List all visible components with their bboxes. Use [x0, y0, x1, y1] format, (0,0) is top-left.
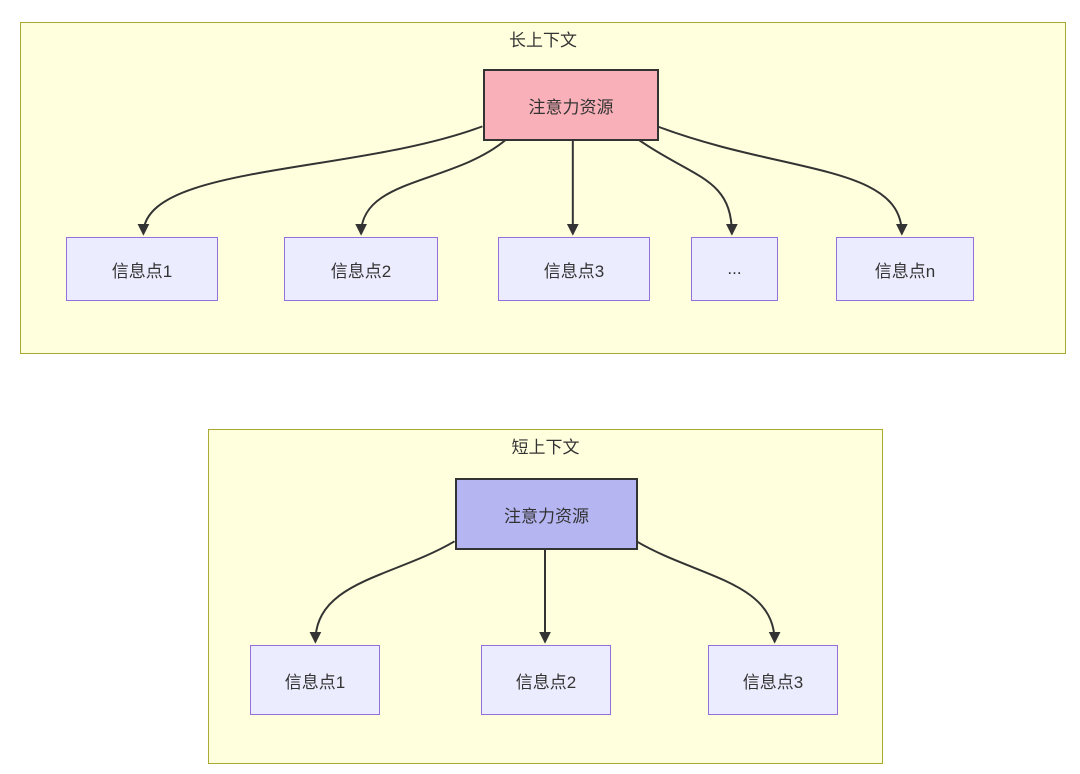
arrow-long-to-info1: [137, 125, 483, 236]
info-point-ellipsis-node: ...: [691, 237, 778, 301]
arrow-long-to-info2: [355, 139, 506, 236]
attention-resource-node-long: 注意力资源: [483, 69, 659, 141]
info-point-node: 信息点1: [66, 237, 218, 301]
long-context-title: 长上下文: [509, 31, 577, 50]
info-point-node: 信息点3: [498, 237, 650, 301]
arrow-short-to-info3: [635, 540, 781, 644]
arrow-long-to-ellipsis: [638, 139, 738, 236]
short-context-container: 短上下文 注意力资源 信息点1 信息点2 信息点3: [208, 429, 883, 764]
short-context-title: 短上下文: [511, 438, 580, 457]
long-context-container: 长上下文 注意力资源 信息点1 信息点2 信息点3 ... 信息点n: [20, 22, 1066, 354]
info-point-node: 信息点2: [481, 645, 611, 715]
info-point-node: 信息点3: [708, 645, 838, 715]
info-point-node: 信息点2: [284, 237, 438, 301]
info-point-node: 信息点1: [250, 645, 380, 715]
arrow-long-to-infon: [656, 125, 908, 236]
attention-resource-node-short: 注意力资源: [455, 478, 638, 550]
arrow-short-to-info1: [309, 540, 456, 644]
info-point-node: 信息点n: [836, 237, 974, 301]
